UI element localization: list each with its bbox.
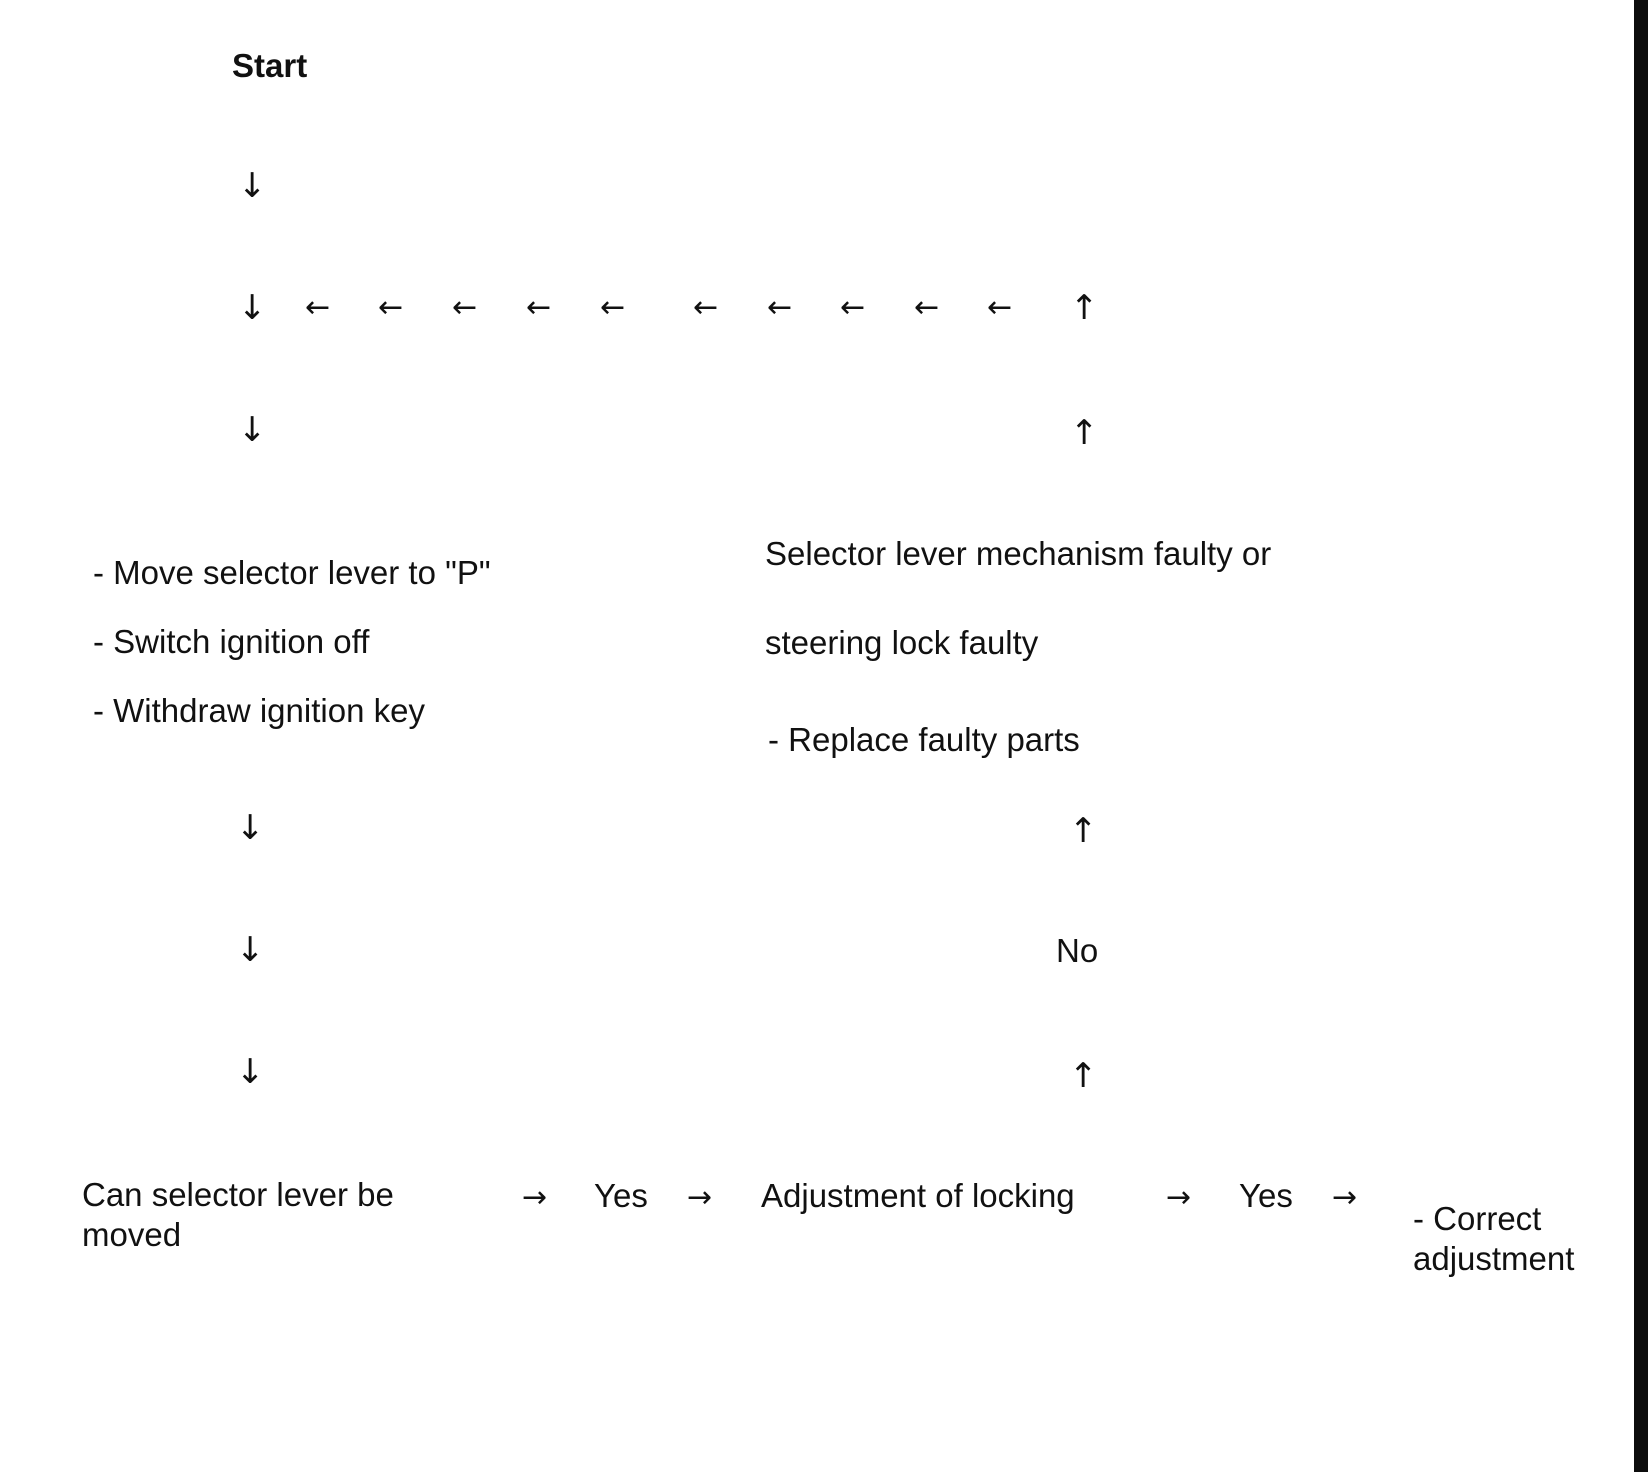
arrow-down-icon: ↓ (238, 166, 267, 206)
arrow-down-icon: ↓ (236, 1052, 265, 1092)
fault-line-1: Selector lever mechanism faulty or (765, 535, 1272, 572)
start-label: Start (232, 47, 308, 84)
arrow-right-icon: → (1332, 1180, 1358, 1215)
no-label: No (1056, 932, 1099, 969)
arrow-left-icon: ← (987, 290, 1013, 325)
arrow-up-icon: ↑ (1069, 1056, 1098, 1096)
prepare-step-1: - Move selector lever to "P" (93, 554, 491, 591)
arrow-left-icon: ← (840, 290, 866, 325)
replace-step: - Replace faulty parts (768, 721, 1080, 758)
arrow-left-icon: ← (693, 290, 719, 325)
arrow-left-icon: ← (305, 290, 331, 325)
arrow-down-icon: ↓ (236, 930, 265, 970)
arrow-right-icon: → (1166, 1180, 1192, 1215)
prepare-step-3: - Withdraw ignition key (93, 692, 425, 729)
yes-label-2: Yes (1239, 1177, 1293, 1214)
arrow-up-icon: ↑ (1070, 288, 1099, 328)
adjustment-node: Adjustment of locking (761, 1177, 1075, 1214)
arrow-down-icon: ↓ (236, 808, 265, 848)
arrow-right-icon: → (522, 1180, 548, 1215)
fault-line-2: steering lock faulty (765, 624, 1039, 661)
page-edge-border (1634, 0, 1648, 1472)
arrow-left-icon: ← (526, 290, 552, 325)
arrow-down-icon: ↓ (238, 288, 267, 328)
arrow-left-icon: ← (378, 290, 404, 325)
arrow-up-icon: ↑ (1070, 413, 1099, 453)
prepare-step-2: - Switch ignition off (93, 623, 370, 660)
arrow-right-icon: → (687, 1180, 713, 1215)
arrow-left-icon: ← (767, 290, 793, 325)
arrow-left-icon: ← (452, 290, 478, 325)
arrow-left-icon: ← (600, 290, 626, 325)
correct-node: - Correct adjustment (1413, 1200, 1575, 1277)
question-node: Can selector lever be moved (82, 1176, 394, 1253)
arrow-down-icon: ↓ (238, 410, 267, 450)
yes-label-1: Yes (594, 1177, 648, 1214)
arrow-up-icon: ↑ (1069, 811, 1098, 851)
arrow-left-icon: ← (914, 290, 940, 325)
